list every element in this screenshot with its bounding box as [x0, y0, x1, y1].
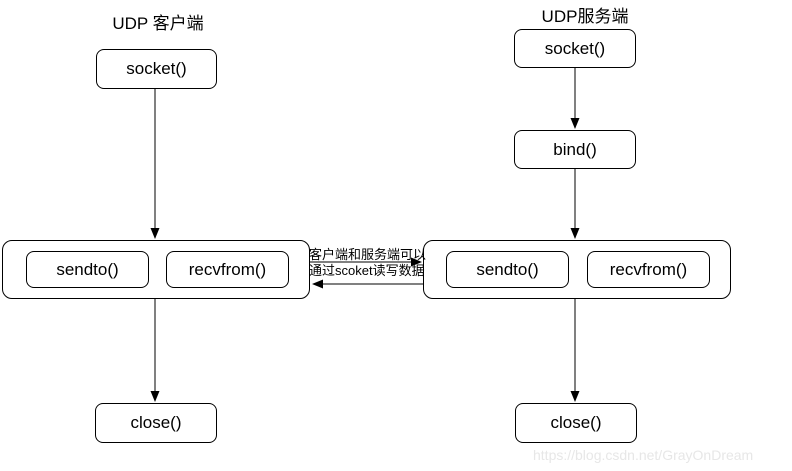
annotation-line-2: 通过scoket读写数据: [309, 263, 425, 278]
server-socket-node: socket(): [514, 29, 636, 68]
client-recvfrom-node: recvfrom(): [166, 251, 289, 288]
server-sendto-node: sendto(): [446, 251, 569, 288]
client-column-title: UDP 客户端: [112, 14, 204, 33]
server-bind-node: bind(): [514, 130, 636, 169]
data-exchange-annotation: 客户端和服务端可以 通过scoket读写数据: [309, 247, 427, 279]
server-close-node: close(): [515, 403, 637, 443]
watermark: https://blog.csdn.net/GrayOnDream: [533, 447, 754, 463]
client-io-group: sendto() recvfrom(): [2, 240, 310, 299]
client-sendto-node: sendto(): [26, 251, 149, 288]
client-close-node: close(): [95, 403, 217, 443]
server-io-group: sendto() recvfrom(): [423, 240, 731, 299]
client-socket-node: socket(): [96, 49, 217, 89]
server-recvfrom-node: recvfrom(): [587, 251, 710, 288]
annotation-line-1: 客户端和服务端可以: [309, 247, 427, 262]
server-column-title: UDP服务端: [541, 7, 629, 26]
